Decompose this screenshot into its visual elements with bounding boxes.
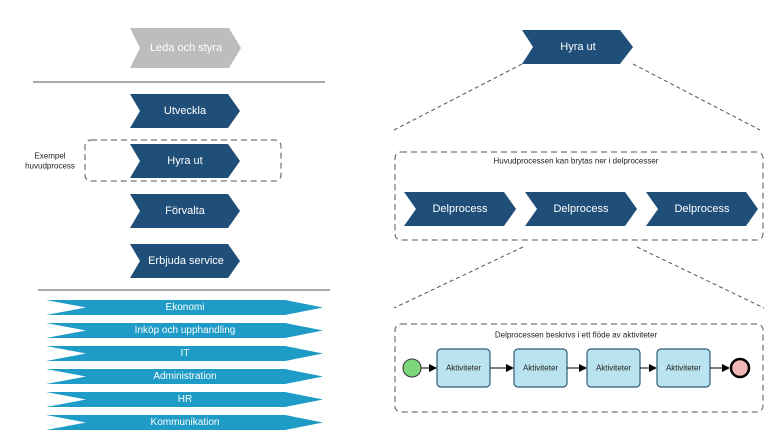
start-event-icon	[402, 358, 422, 378]
activity-1-label: Aktiviteter	[446, 364, 481, 373]
support-process-kommunikation: Kommunikation	[46, 415, 323, 430]
subprocess-box-title: Huvudprocessen kan brytas ner i delproce…	[494, 157, 659, 166]
inkop-bar	[46, 323, 323, 338]
kommunikation-bar	[46, 415, 323, 430]
activity-flow-box	[394, 323, 764, 413]
main-process-erbjuda-service: Erbjuda service	[130, 244, 240, 278]
activity-2: Aktiviteter	[513, 348, 568, 388]
subprocess-3: Delprocess	[646, 192, 758, 226]
erbjuda-service-chevron	[130, 244, 240, 278]
utveckla-chevron	[130, 94, 240, 128]
activity-4-label: Aktiviteter	[666, 364, 701, 373]
forvalta-chevron	[130, 194, 240, 228]
subprocess-2-label: Delprocess	[553, 203, 609, 215]
subprocess-box	[394, 151, 764, 241]
subprocess-2-chevron	[525, 192, 637, 226]
activity-4: Aktiviteter	[656, 348, 711, 388]
subprocess-1-label: Delprocess	[432, 203, 488, 215]
subprocess-1: Delprocess	[404, 192, 516, 226]
subprocess-3-label: Delprocess	[674, 203, 730, 215]
support-process-ekonomi: Ekonomi	[46, 300, 323, 315]
main-process-forvalta: Förvalta	[130, 194, 240, 228]
kommunikation-label: Kommunikation	[151, 417, 220, 428]
support-process-it: IT	[46, 346, 323, 361]
hr-label: HR	[178, 394, 192, 405]
subprocess-1-chevron	[404, 192, 516, 226]
it-label: IT	[181, 348, 190, 359]
hyra-ut-chevron	[130, 144, 240, 178]
management-label: Leda och styra	[150, 42, 223, 54]
right-main-process: Hyra ut	[522, 30, 633, 64]
administration-label: Administration	[153, 371, 216, 382]
right-hyra-ut-label: Hyra ut	[560, 41, 595, 53]
main-process-utveckla: Utveckla	[130, 94, 240, 128]
example-label-line2: huvudprocess	[25, 162, 75, 171]
administration-bar	[46, 369, 323, 384]
subprocess-2: Delprocess	[525, 192, 637, 226]
zoom-line-left-1	[393, 63, 523, 131]
zoom-line-right-2	[636, 246, 765, 309]
utveckla-label: Utveckla	[164, 105, 207, 117]
activity-3: Aktiviteter	[586, 348, 641, 388]
management-process: Leda och styra	[130, 28, 241, 68]
ekonomi-label: Ekonomi	[166, 302, 205, 313]
erbjuda-service-label: Erbjuda service	[148, 255, 224, 267]
subprocess-3-chevron	[646, 192, 758, 226]
zoom-line-right-1	[632, 63, 761, 131]
activity-3-label: Aktiviteter	[596, 364, 631, 373]
hyra-ut-label: Hyra ut	[167, 155, 202, 167]
support-process-inkop: Inköp och upphandling	[46, 323, 323, 338]
main-process-hyra-ut: Hyra ut	[130, 144, 240, 178]
right-hyra-ut-chevron	[522, 30, 633, 64]
forvalta-label: Förvalta	[165, 205, 206, 217]
support-process-administration: Administration	[46, 369, 323, 384]
inkop-label: Inköp och upphandling	[135, 325, 236, 336]
activity-1: Aktiviteter	[436, 348, 491, 388]
example-label-line1: Exempel	[34, 152, 65, 161]
management-chevron	[130, 28, 241, 68]
activity-flow-box-title: Delprocessen beskrivs i ett flöde av akt…	[495, 331, 658, 340]
ekonomi-bar	[46, 300, 323, 315]
activity-2-label: Aktiviteter	[523, 364, 558, 373]
zoom-line-left-2	[393, 246, 524, 309]
support-process-hr: HR	[46, 392, 323, 407]
end-event-icon	[729, 357, 751, 379]
it-bar	[46, 346, 323, 361]
hr-bar	[46, 392, 323, 407]
example-dashed-box	[84, 139, 282, 182]
